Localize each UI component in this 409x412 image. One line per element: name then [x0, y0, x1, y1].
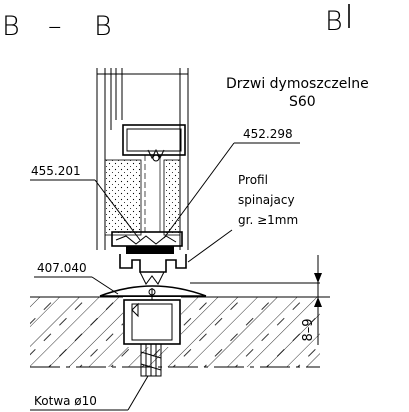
door-leaf: [96, 68, 189, 250]
section-dash: –: [48, 11, 62, 42]
callout-455201-label: 455.201: [31, 164, 81, 178]
callout-profil-line1: Profil: [238, 173, 268, 187]
section-title: B – B B: [2, 4, 350, 42]
door-type-label: Drzwi dymoszczelne S60: [226, 76, 369, 110]
anchor: [123, 288, 181, 377]
section-left-letter: B: [2, 11, 20, 42]
callout-455201: 455.201: [30, 164, 141, 241]
bottom-seal: [99, 231, 207, 297]
section-right-letter: B: [94, 11, 112, 42]
callout-407040: 407.040: [34, 261, 119, 295]
door-type-line2: S60: [289, 94, 316, 110]
callout-kotwa-label: Kotwa ø10: [34, 394, 97, 408]
dimension-gap: 8–9: [190, 255, 330, 345]
callout-profil-line3: gr. ≥1mm: [238, 213, 298, 227]
callout-452298: 452.298: [163, 127, 300, 239]
callout-407040-label: 407.040: [37, 261, 87, 275]
callout-452298-label: 452.298: [243, 127, 293, 141]
callout-profil-line2: spinajacy: [238, 193, 295, 207]
dimension-value: 8–9: [301, 318, 316, 341]
callout-kotwa: Kotwa ø10: [30, 375, 149, 411]
door-type-line1: Drzwi dymoszczelne: [226, 76, 369, 92]
section-corner-letter: B: [325, 6, 343, 37]
callout-profil: Profil spinajacy gr. ≥1mm: [187, 173, 298, 263]
floor-slab: [30, 296, 320, 368]
